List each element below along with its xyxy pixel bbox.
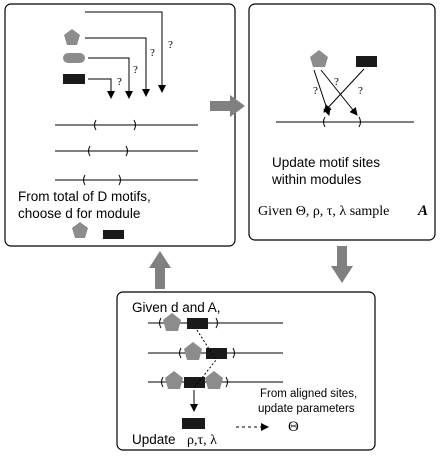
pentagon-motif-icon [310, 50, 328, 67]
rounded-motif-icon [63, 53, 85, 63]
question-mark: ? [117, 76, 122, 88]
panel-choose-motifs: ? ? ? ? From total of D motifs, choose d… [4, 3, 236, 247]
module-bracket [358, 116, 361, 128]
module-bracket [94, 119, 97, 131]
given-parameters-text: Given Θ, ρ, τ, λ sample [258, 204, 389, 219]
aligned-sequences [148, 313, 283, 389]
panel-update-parameters: Given d and A, From aligned [116, 291, 376, 451]
module-bracket [118, 174, 121, 186]
pentagon-motif-icon [205, 371, 223, 389]
placement-arrow [320, 69, 358, 116]
update-label: Update [132, 432, 176, 447]
caption-line: From total of D motifs, [18, 189, 151, 204]
aligned-motif-icon [182, 418, 205, 429]
flow-arrow-up-icon [149, 251, 171, 289]
question-mark: ? [358, 85, 363, 97]
question-mark: ? [334, 76, 339, 88]
pentagon-motif-icon [163, 313, 181, 331]
black-motif-icon [184, 377, 205, 388]
chosen-pentagon-icon [72, 222, 88, 238]
connector-line [85, 37, 150, 97]
module-bracket [179, 347, 182, 359]
black-motif-icon [206, 348, 227, 359]
pentagon-motif-icon [165, 371, 183, 389]
panel-border [116, 291, 376, 451]
connector-line [85, 11, 166, 93]
black-motif-icon [356, 56, 377, 67]
aligned-sites-line: update parameters [258, 403, 355, 415]
question-mark: ? [150, 47, 155, 59]
sequence-lines [55, 119, 198, 186]
motif-selection-arrows [85, 11, 166, 99]
black-motif-icon [187, 318, 208, 329]
panel-title: Given d and A, [132, 300, 221, 315]
aligned-sites-line: From aligned sites, [260, 388, 357, 400]
module-bracket [133, 119, 136, 131]
question-mark: ? [313, 85, 318, 97]
module-bracket [159, 317, 162, 329]
question-mark: ? [133, 64, 138, 76]
alignment-symbol: A [417, 203, 428, 219]
module-bracket [215, 317, 218, 329]
caption-line: Update motif sites [272, 155, 380, 170]
module-bracket [323, 116, 326, 128]
module-bracket [88, 145, 91, 157]
flow-arrow-down-icon [331, 246, 353, 283]
chosen-black-motif-icon [103, 230, 124, 239]
module-bracket [225, 376, 228, 388]
connector-line [88, 78, 115, 99]
pentagon-motif-icon [64, 29, 80, 45]
placement-arrows [313, 68, 365, 116]
panel-update-sites: ? ? ? Update motif sites within modules … [248, 3, 436, 241]
update-params: ρ,τ, λ [187, 433, 217, 448]
module-bracket [232, 347, 235, 359]
caption-line: within modules [271, 172, 362, 187]
pentagon-motif-icon [184, 342, 202, 360]
question-mark: ? [168, 39, 173, 51]
module-bracket [83, 174, 86, 186]
connector-line [88, 57, 133, 99]
black-motif-icon [63, 74, 85, 84]
caption-line: choose d for module [18, 206, 140, 221]
flow-arrow-right-icon [210, 95, 245, 117]
module-bracket [125, 145, 128, 157]
placement-arrow [323, 68, 365, 113]
theta-symbol: Θ [288, 419, 299, 435]
module-bracket [161, 376, 164, 388]
sequence-lines [276, 116, 414, 128]
